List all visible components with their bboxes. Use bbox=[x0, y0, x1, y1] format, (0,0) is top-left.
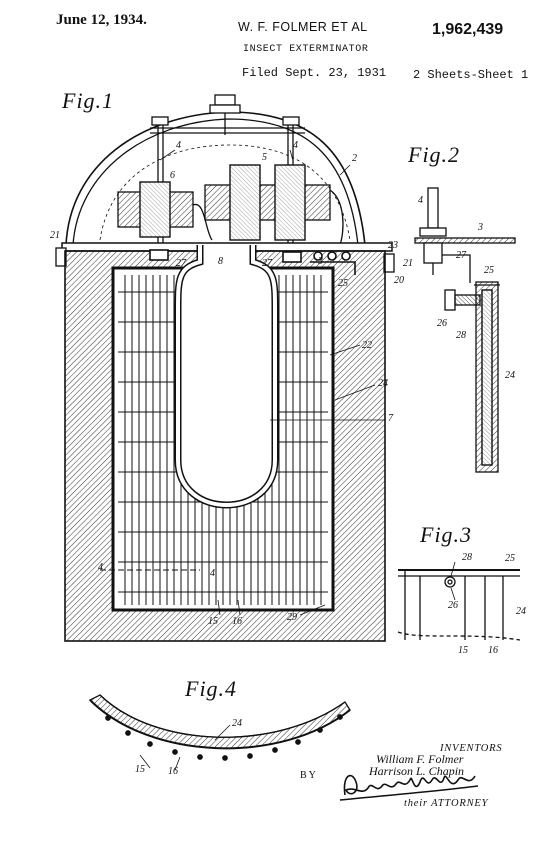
inventors-label: INVENTORS bbox=[440, 743, 503, 754]
ref-numeral: 23 bbox=[388, 240, 398, 251]
patent-date: June 12, 1934. bbox=[56, 12, 147, 28]
ref-numeral: 2 bbox=[352, 153, 357, 164]
ref-numeral: 4 bbox=[418, 195, 423, 206]
ref-numeral: 24 bbox=[378, 378, 388, 389]
attorney-signature bbox=[339, 774, 479, 801]
ref-numeral: 26 bbox=[437, 318, 447, 329]
ref-numeral: 27 bbox=[262, 258, 272, 269]
ref-numeral: 28 bbox=[462, 552, 472, 563]
ref-numeral: 15 bbox=[208, 616, 218, 627]
ref-numeral: 3 bbox=[478, 222, 483, 233]
filed-date: Filed Sept. 23, 1931 bbox=[242, 66, 387, 80]
ref-numeral: 22 bbox=[362, 340, 372, 351]
ref-numeral: 21 bbox=[403, 258, 413, 269]
figure-4-drawing bbox=[88, 694, 351, 761]
figure-2-drawing bbox=[414, 187, 516, 473]
ref-numeral: 24 bbox=[232, 718, 242, 729]
ref-numeral: 15 bbox=[135, 764, 145, 775]
attorney-label: their ATTORNEY bbox=[404, 798, 489, 809]
ref-numeral: 4 bbox=[176, 140, 181, 151]
ref-numeral: 26 bbox=[448, 600, 458, 611]
patent-number: 1,962,439 bbox=[432, 21, 504, 38]
ref-numeral: 4 bbox=[98, 562, 103, 573]
ref-numeral: 4 bbox=[293, 140, 298, 151]
ref-numeral: 27 bbox=[176, 258, 186, 269]
ref-numeral: 20 bbox=[394, 275, 404, 286]
ref-numeral: 28 bbox=[456, 330, 466, 341]
ref-numeral: 16 bbox=[488, 645, 498, 656]
ref-numeral: 16 bbox=[232, 616, 242, 627]
ref-numeral: 7 bbox=[388, 413, 393, 424]
fig-2-label: Fig.2 bbox=[408, 142, 461, 167]
patent-title: INSECT EXTERMINATOR bbox=[243, 44, 369, 55]
inventor-name-1: William F. Folmer bbox=[376, 752, 464, 766]
ref-numeral: 6 bbox=[170, 170, 175, 181]
fig-4-label: Fig.4 bbox=[185, 676, 238, 701]
sheet-count: 2 Sheets-Sheet 1 bbox=[413, 68, 529, 82]
ref-numeral: 25 bbox=[484, 265, 494, 276]
leader-lines bbox=[139, 149, 456, 771]
ref-numeral: 8 bbox=[218, 256, 223, 267]
fig-1-label: Fig.1 bbox=[62, 88, 115, 113]
inventor-names: W. F. FOLMER ET AL bbox=[238, 20, 368, 34]
ref-numeral: 16 bbox=[168, 766, 178, 777]
ref-numeral: 5 bbox=[262, 152, 267, 163]
ref-numeral: 25 bbox=[505, 553, 515, 564]
fig-3-label: Fig.3 bbox=[420, 522, 473, 547]
ref-numeral: 4 bbox=[210, 568, 215, 579]
ref-numeral: 15 bbox=[458, 645, 468, 656]
ref-numeral: 24 bbox=[505, 370, 515, 381]
ref-numeral: 27 bbox=[456, 250, 466, 261]
figure-3-drawing bbox=[397, 569, 521, 641]
u-shaped-lamp bbox=[149, 245, 356, 509]
ref-numeral: 3 bbox=[318, 256, 323, 267]
ref-numeral: 25 bbox=[338, 278, 348, 289]
inventor-name-2: Harrison L. Chapin bbox=[369, 764, 465, 778]
ref-numeral: 24 bbox=[516, 606, 526, 617]
ref-numeral: 29 bbox=[287, 612, 297, 623]
ref-numeral: 21 bbox=[50, 230, 60, 241]
by-label: BY bbox=[300, 770, 318, 781]
